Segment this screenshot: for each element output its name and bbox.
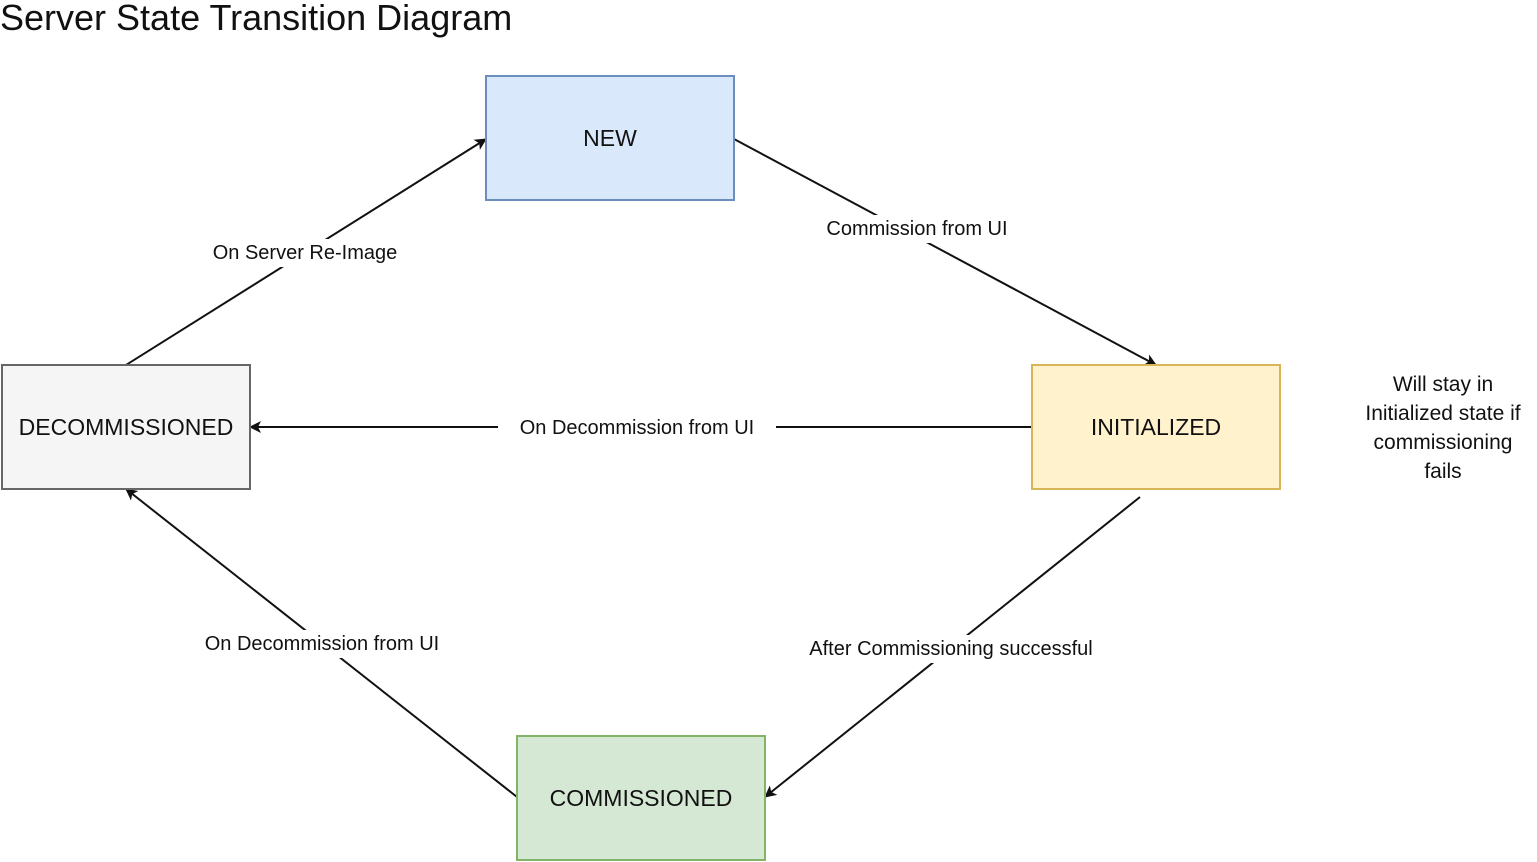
state-node-initialized: INITIALIZED (1031, 364, 1281, 490)
state-label: COMMISSIONED (550, 785, 733, 811)
edge-label-background (197, 239, 413, 267)
nodes-layer: NEW INITIALIZED COMMISSIONED DECOMMISSIONED (1, 75, 1281, 861)
edge-label: On Server Re-Image (213, 242, 398, 264)
edge-arrow (733, 138, 1157, 366)
state-node-commissioned: COMMISSIONED (516, 735, 766, 861)
edge-label-background (498, 414, 776, 442)
edge-initialized-to-commissioned: After Commissioning successful (764, 496, 1141, 798)
edge-decommissioned-to-new: On Server Re-Image (125, 138, 487, 366)
edge-label: Commission from UI (826, 218, 1007, 240)
state-box (1, 364, 251, 490)
edge-new-to-initialized: Commission from UI (733, 138, 1157, 366)
state-label: DECOMMISSIONED (19, 414, 234, 440)
state-node-new: NEW (485, 75, 735, 201)
note-line: fails (1424, 460, 1461, 483)
initialized-note: Will stay in Initialized state if commissi… (1365, 373, 1520, 483)
edge-initialized-to-decommissioned: On Decommission from UI (249, 414, 1032, 442)
diagram-title: Server State Transition Diagram (0, 0, 513, 38)
edge-commissioned-to-decommissioned: On Decommission from UI (125, 488, 518, 798)
note-line: Initialized state if (1365, 402, 1520, 425)
edge-label-background (186, 630, 458, 658)
state-node-decommissioned: DECOMMISSIONED (1, 364, 251, 490)
state-label: NEW (583, 125, 637, 151)
edge-label: After Commissioning successful (809, 638, 1092, 660)
edge-label-background (786, 635, 1116, 663)
state-label: INITIALIZED (1091, 414, 1221, 440)
note-line: Will stay in (1393, 373, 1493, 396)
note-line: commissioning (1374, 431, 1513, 454)
state-box (1031, 364, 1281, 490)
edge-label: On Decommission from UI (205, 633, 440, 655)
note-layer: Will stay in Initialized state if commissi… (1365, 373, 1520, 483)
edge-label: On Decommission from UI (520, 417, 755, 439)
state-box (485, 75, 735, 201)
state-box (516, 735, 766, 861)
edge-label-background (801, 215, 1033, 243)
edges-layer: Commission from UI After Commissioning su… (125, 138, 1157, 798)
